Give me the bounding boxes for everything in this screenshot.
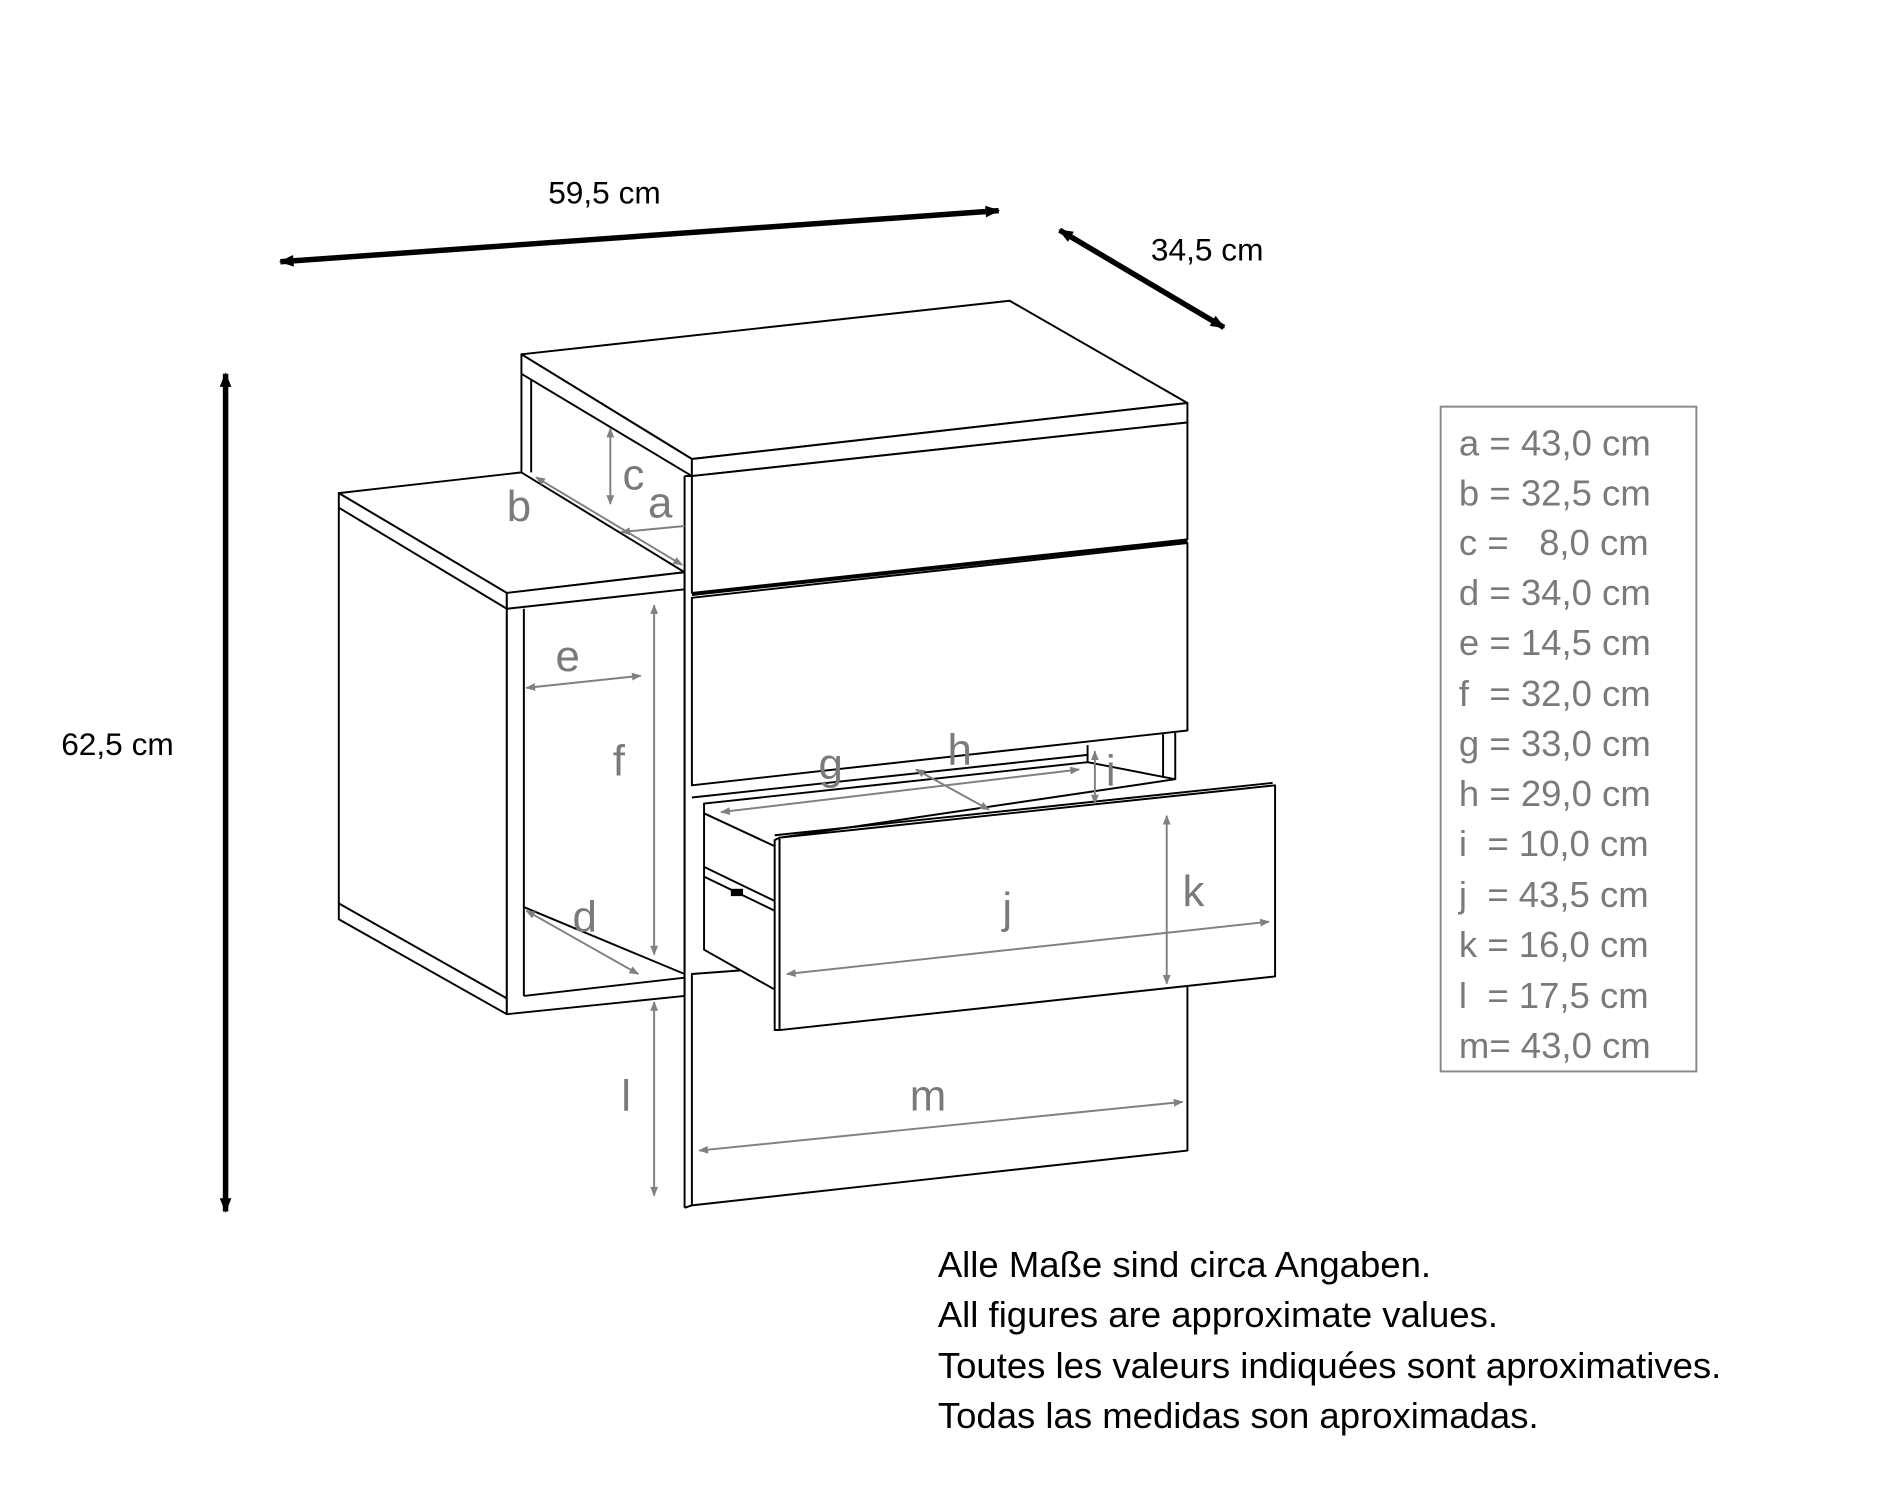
letter-g: g xyxy=(819,740,843,789)
letter-d: d xyxy=(573,892,597,941)
legend-item: g = 33,0 cm xyxy=(1459,723,1651,764)
letter-f: f xyxy=(613,737,626,786)
width-arrow xyxy=(278,205,1001,267)
letter-c: c xyxy=(622,450,644,499)
dimension-letters: a b c d e f g h i j k l m xyxy=(507,450,1205,1120)
legend-item: e = 14,5 cm xyxy=(1459,622,1651,663)
height-label: 62,5 cm xyxy=(61,726,174,762)
middle-front-panel xyxy=(690,542,1189,787)
letter-a: a xyxy=(648,478,673,527)
note-french: Toutes les valeurs indiquées sont aproxi… xyxy=(938,1345,1721,1386)
legend-item: f = 32,0 cm xyxy=(1459,673,1651,714)
legend-item: c = 8,0 cm xyxy=(1459,522,1649,563)
drawer-runner-icon xyxy=(730,888,744,897)
note-english: All figures are approximate values. xyxy=(938,1294,1498,1335)
letter-i: i xyxy=(1106,746,1116,795)
legend-item: d = 34,0 cm xyxy=(1459,572,1651,613)
letter-m: m xyxy=(910,1071,947,1120)
disclaimer-notes: Alle Maße sind circa Angaben. All figure… xyxy=(938,1244,1721,1436)
height-dimension: 62,5 cm xyxy=(61,372,232,1213)
legend-item: k = 16,0 cm xyxy=(1459,924,1649,965)
letter-e: e xyxy=(556,632,580,681)
depth-arrow xyxy=(1058,227,1226,330)
note-german: Alle Maße sind circa Angaben. xyxy=(938,1244,1431,1285)
dimension-lines xyxy=(525,427,1270,1197)
side-shelf-unit xyxy=(337,471,686,1016)
letter-k: k xyxy=(1183,867,1205,916)
letter-j: j xyxy=(1000,884,1012,933)
legend-item: m= 43,0 cm xyxy=(1459,1025,1651,1066)
note-spanish: Todas las medidas son aproximadas. xyxy=(938,1395,1539,1436)
depth-label: 34,5 cm xyxy=(1151,232,1264,268)
width-label: 59,5 cm xyxy=(548,174,661,210)
legend-item: i = 10,0 cm xyxy=(1459,823,1649,864)
legend-item: j = 43,5 cm xyxy=(1458,874,1649,915)
depth-dimension: 34,5 cm xyxy=(1058,227,1264,330)
letter-h: h xyxy=(948,726,972,775)
legend-item: a = 43,0 cm xyxy=(1459,422,1651,463)
top-front-panel xyxy=(690,421,1189,594)
dimension-legend: a = 43,0 cm b = 32,5 cm c = 8,0 cm d = 3… xyxy=(1439,405,1698,1073)
legend-item: l = 17,5 cm xyxy=(1459,975,1649,1016)
main-cabinet xyxy=(520,299,1189,1209)
legend-item: b = 32,5 cm xyxy=(1459,472,1651,513)
width-dimension: 59,5 cm xyxy=(278,174,1001,267)
letter-l: l xyxy=(621,1071,631,1120)
legend-item: h = 29,0 cm xyxy=(1459,773,1651,814)
letter-b: b xyxy=(507,482,531,531)
